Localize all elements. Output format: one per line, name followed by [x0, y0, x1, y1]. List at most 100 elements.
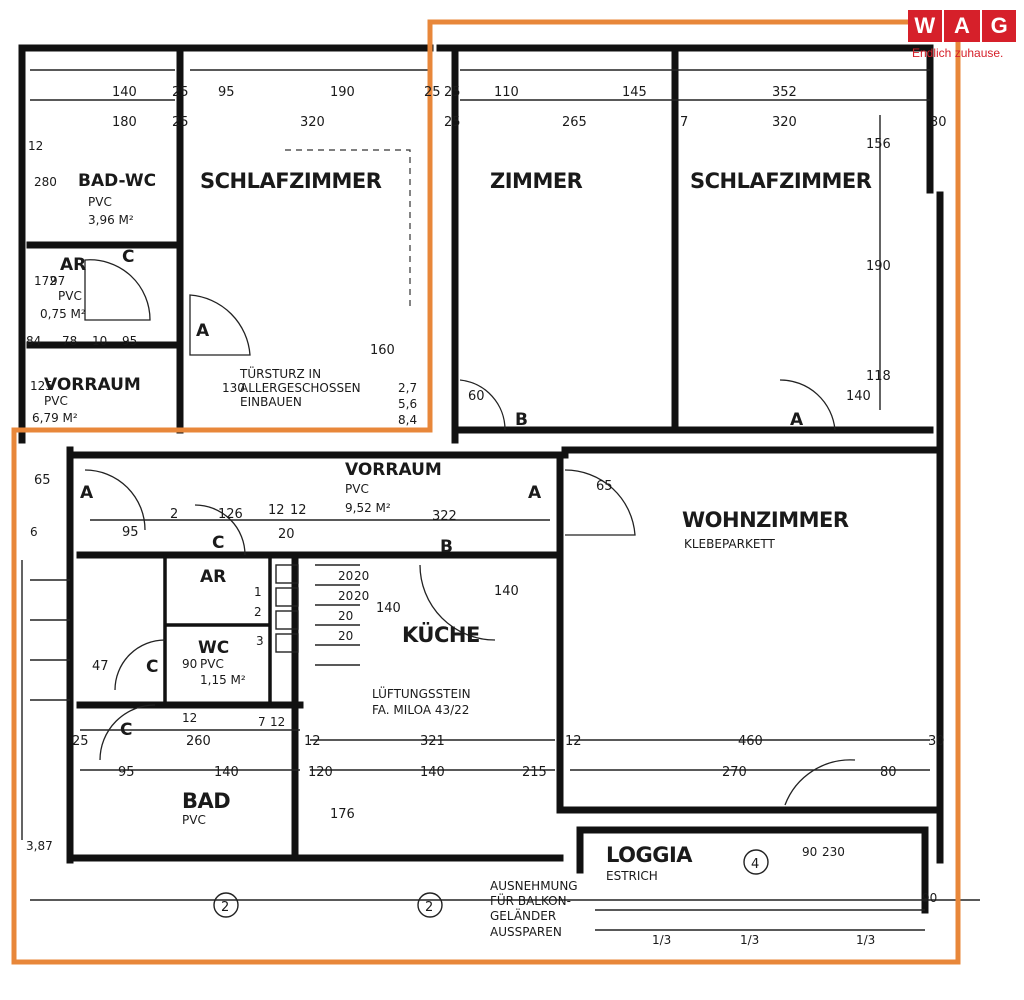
door-wc [114, 639, 166, 691]
dim-br-0: 95 [118, 765, 135, 780]
dim-k-0: 140 [494, 584, 519, 599]
dim-k-3: 20 [338, 589, 353, 603]
shaft-2 [275, 587, 299, 607]
dim-mr-2: 2 [170, 507, 178, 522]
dim-mr-8: 65 [596, 479, 613, 494]
dim-br-4: 215 [522, 765, 547, 780]
note-ausnehmung-3: GELÄNDER [490, 908, 556, 923]
dim-misc-3: 160 [370, 343, 395, 358]
dim-br-2: 120 [308, 765, 333, 780]
room-vorraum-top-area: 6,79 M² [32, 411, 78, 425]
dim-t-1: 1 [254, 585, 262, 599]
dim-line-top [30, 69, 930, 101]
dim-tl-5: 25 [444, 85, 461, 100]
dim-tl2-2: 320 [300, 115, 325, 130]
dim-lf-1: 1/3 [740, 933, 759, 947]
room-labels: BAD-WC PVC 3,96 M² AR PVC 0,75 M² VORRAU… [32, 169, 872, 883]
dim-mr-3: 126 [218, 507, 243, 522]
dim-t-0: 6 [30, 525, 38, 539]
logo-letter-g: G [990, 13, 1008, 38]
door-kueche [419, 564, 496, 641]
room-kueche-name: KÜCHE [402, 622, 480, 647]
dim-mr-5: 12 [290, 503, 307, 518]
dim-br-5: 270 [722, 765, 747, 780]
dim-m2-6: 3,87 [26, 839, 53, 853]
construction-lines [21, 69, 980, 931]
dim-misc-0: 2,7 [398, 381, 417, 395]
marker-circle-1 [213, 892, 239, 918]
logo-letter-w: W [914, 13, 936, 38]
dim-m2-3: 7 [258, 715, 266, 729]
dim-tr2-1: 265 [562, 115, 587, 130]
walls [18, 44, 944, 914]
note-lueftung-1: LÜFTUNGSSTEIN [372, 685, 471, 701]
dim-line-lower [80, 729, 930, 741]
room-vorraum-top-name: VORRAUM [44, 375, 141, 395]
dim-m2-1: 90 [182, 657, 197, 671]
dim-tl2-1: 25 [172, 115, 189, 130]
dim-lr-1: 260 [186, 734, 211, 749]
dim-k-2: 20 [338, 569, 353, 583]
room-schlafzimmer-left-name: SCHLAFZIMMER [200, 169, 382, 193]
marker-3: 4 [751, 857, 759, 872]
marker-circle-3 [743, 849, 769, 875]
stairs [21, 560, 70, 840]
dim-br-6: 80 [880, 765, 897, 780]
dim-m2-9: 90 [922, 891, 937, 905]
dim-ls-3: 97 [50, 274, 65, 288]
door-letter-2: A [790, 410, 804, 430]
dim-mr-0: 65 [34, 473, 51, 488]
dim-misc-2: 8,4 [398, 413, 417, 427]
dim-tr2-3: 320 [772, 115, 797, 130]
dim-tl-3: 190 [330, 85, 355, 100]
dim-t-3: 3 [256, 634, 264, 648]
dim-m2-7: 90 [802, 845, 817, 859]
dim-sr-2: 10 [92, 334, 107, 348]
dim-mr-7: 322 [432, 509, 457, 524]
dim-t-2: 2 [254, 605, 262, 619]
shaft-4 [275, 633, 299, 653]
door-entry [84, 469, 146, 531]
dim-mr-4: 12 [268, 503, 285, 518]
dim-line-loggia [595, 909, 925, 931]
wag-logo-box: W A G [908, 10, 1016, 42]
dim-ls-1: 280 [34, 175, 57, 189]
room-vorraum-main-area: 9,52 M² [345, 501, 391, 515]
door-swings [84, 259, 856, 806]
dim-lf-0: 1/3 [652, 933, 671, 947]
door-letter-10: C [120, 720, 132, 740]
logo-tagline: Endlich zuhause. [912, 46, 1004, 60]
dim-tr2-0: 25 [444, 115, 461, 130]
note-ausnehmung-1: AUSNEHMUNG [490, 879, 578, 893]
dim-sr-1: 78 [62, 334, 77, 348]
ventilation-shafts [315, 564, 360, 666]
dim-k-1: 140 [376, 601, 401, 616]
dim-br-3: 140 [420, 765, 445, 780]
apartment-outline [11, 19, 961, 965]
dim-misc-1: 5,6 [398, 397, 417, 411]
dim-misc-4: 60 [468, 389, 485, 404]
dim-m2-5: 176 [330, 807, 355, 822]
room-vorraum-main-name: VORRAUM [345, 460, 442, 480]
dim-misc-5: 140 [846, 389, 871, 404]
dim-lr-6: 30 [928, 734, 945, 749]
door-wohn [564, 469, 636, 536]
room-ar-top-floor: PVC [58, 289, 82, 303]
room-wc-mid-name: WC [198, 638, 229, 658]
room-zimmer-name: ZIMMER [490, 169, 583, 193]
door-ar-top [84, 259, 151, 321]
marker-circle-2 [417, 892, 443, 918]
dim-k-6: 20 [354, 569, 369, 583]
room-wohnzimmer-name: WOHNZIMMER [682, 508, 849, 532]
door-loggia [784, 759, 856, 806]
room-loggia-name: LOGGIA [606, 843, 693, 867]
dim-lr-4: 12 [565, 734, 582, 749]
dim-k-4: 20 [338, 609, 353, 623]
door-letter-1: A [196, 321, 210, 341]
door-zimmer [459, 379, 506, 431]
dim-lf-2: 1/3 [856, 933, 875, 947]
note-tuersturz-3: EINBAUEN [240, 395, 302, 409]
door-letter-5: B [515, 410, 528, 430]
dim-m2-4: 12 [270, 715, 285, 729]
dim-tr-0: 110 [494, 85, 519, 100]
